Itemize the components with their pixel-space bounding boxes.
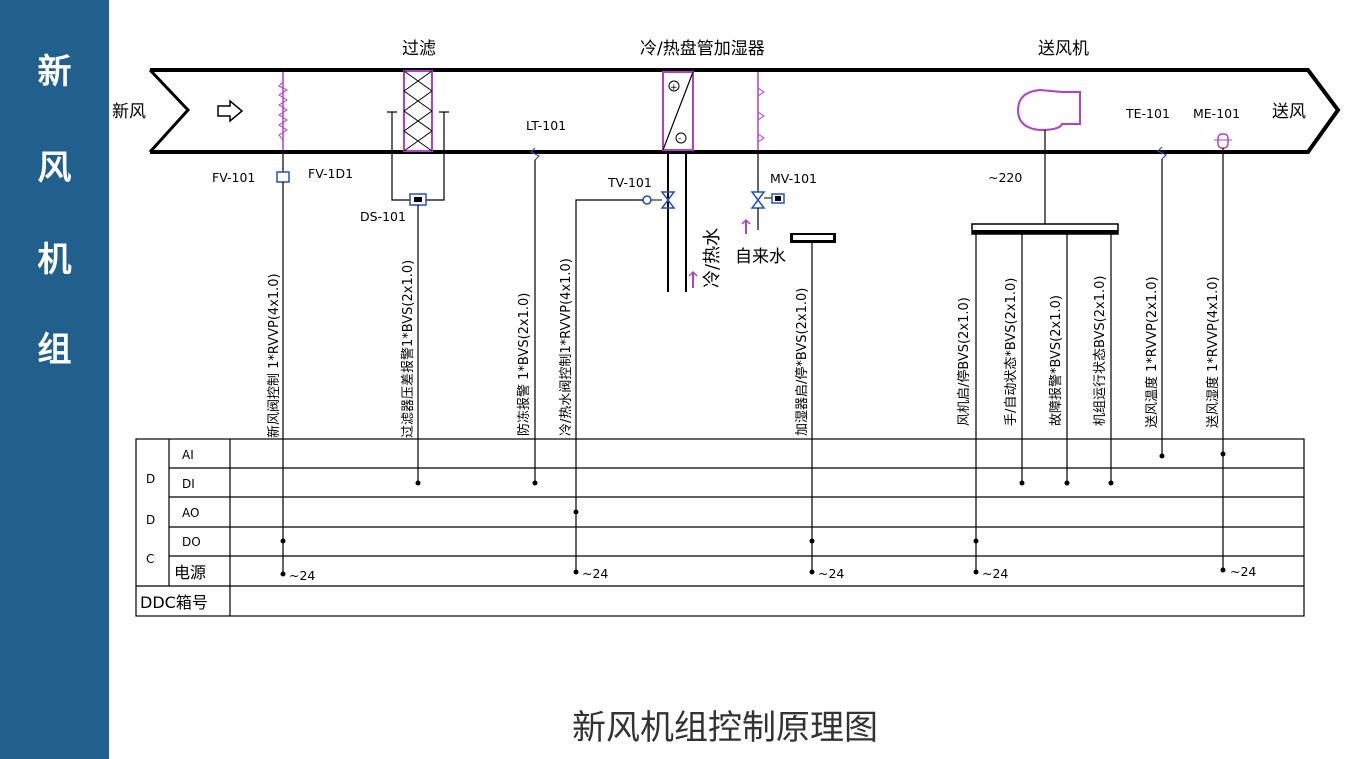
row-label-ai: AI	[182, 448, 194, 462]
inlet-label: 新风	[112, 102, 146, 122]
ddc-letter: D	[146, 472, 155, 486]
humidity-sensor-icon	[1214, 133, 1232, 149]
power-label: ~24	[982, 566, 1008, 581]
ddc-letter: C	[146, 552, 154, 566]
sidebar-title-char: 新	[37, 52, 72, 92]
svg-text:-: -	[678, 134, 681, 144]
power-label: ~24	[818, 566, 844, 581]
ddc-table	[135, 438, 1305, 617]
temp-sensor-icon	[1156, 146, 1168, 160]
cable-label: 故障报警*BVS(2x1.0)	[1048, 295, 1064, 426]
cable-label: 过滤器压差报警1*BVS(2x1.0)	[400, 260, 416, 438]
row-label-do: DO	[182, 535, 201, 549]
cable-label: 防冻报警 1*BVS(2x1.0)	[516, 293, 532, 436]
coil-humidifier-title: 冷/热盘管加湿器	[640, 39, 765, 59]
tag-ds101: DS-101	[360, 209, 406, 224]
damper-icon	[276, 72, 290, 183]
filter-icon	[387, 70, 449, 206]
coil-icon: + -	[662, 71, 698, 292]
fan-icon	[971, 88, 1119, 235]
diagram-caption: 新风机组控制原理图	[572, 708, 878, 748]
airflow-arrow-icon	[217, 99, 244, 123]
tag-lt101: LT-101	[526, 118, 566, 133]
power-label: ~24	[289, 568, 315, 583]
row-label-power: 电源	[174, 563, 206, 582]
freeze-sensor-icon	[529, 147, 541, 161]
sidebar-title-char: 机	[37, 240, 72, 280]
svg-text:+: +	[670, 83, 678, 93]
cable-label: 手/自动状态*BVS(2x1.0)	[1004, 278, 1019, 426]
tag-fv101: FV-101	[212, 170, 255, 185]
tag-fan-power: ~220	[988, 170, 1022, 185]
tap-water-label: 自来水	[735, 247, 786, 267]
connection-dots	[280, 451, 1226, 577]
cable-label: 风机启/停BVS(2x1.0)	[956, 297, 972, 426]
power-label: ~24	[1230, 564, 1256, 579]
air-duct	[148, 68, 1341, 154]
tag-mv101: MV-101	[770, 171, 817, 186]
outlet-label: 送风	[1272, 102, 1306, 122]
cable-label: 新风阀控制 1*RVVP(4x1.0)	[266, 273, 282, 438]
signal-wires	[282, 148, 1224, 574]
power-label: ~24	[582, 566, 608, 581]
tag-me101: ME-101	[1193, 106, 1240, 121]
cable-label: 送风温度 1*RVVP(2x1.0)	[1144, 276, 1160, 428]
hot-cold-water-label: 冷/热水	[702, 228, 723, 288]
tag-tv101: TV-101	[607, 175, 652, 190]
ddc-box-label: DDC箱号	[140, 593, 208, 612]
row-label-di: DI	[182, 477, 195, 491]
sidebar-title-char: 组	[37, 330, 72, 370]
filter-title: 过滤	[402, 39, 436, 59]
cable-label: 冷/热水阀控制1*RVVP(4x1.0)	[559, 258, 574, 436]
sidebar-panel: 新 风 机 组	[0, 0, 109, 759]
tag-te101: TE-101	[1125, 106, 1170, 121]
row-label-ao: AO	[182, 506, 199, 520]
sidebar-title-char: 风	[37, 148, 72, 188]
humidifier-icon	[741, 72, 836, 243]
cable-label: 送风湿度 1*RVVP(4x1.0)	[1205, 276, 1221, 428]
cable-label: 加湿器启/停*BVS(2x1.0)	[794, 288, 810, 436]
tag-fv1d1: FV-1D1	[308, 166, 353, 181]
cable-label: 机组运行状态BVS(2x1.0)	[1093, 276, 1108, 426]
fan-title: 送风机	[1038, 39, 1089, 59]
water-valve-icon	[642, 191, 676, 209]
ddc-letter: D	[146, 513, 155, 527]
